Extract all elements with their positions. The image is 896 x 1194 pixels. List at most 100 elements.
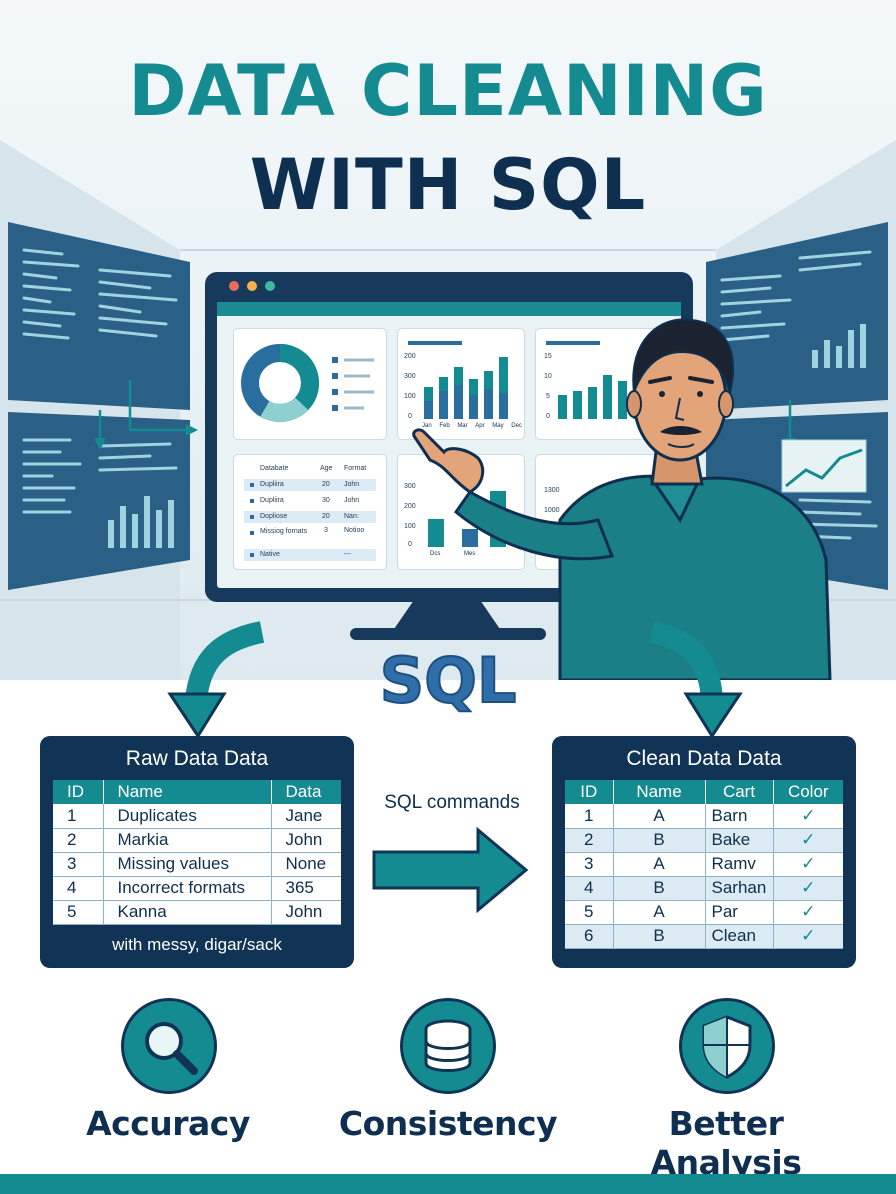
chart1-xlabel: Dec [511,423,522,429]
clean-cell-name: B [613,876,706,901]
mini-table-cell: Native [260,551,280,558]
raw-cell-id: 4 [53,876,104,901]
clean-cell-id: 4 [565,876,614,901]
mini-table-panel: Databate Age Format Dupliira 20 John Dup… [233,454,387,570]
mini-table-cell: --- [344,551,351,558]
chart1-xlabel: May [492,423,504,429]
flow-arrows [167,621,743,739]
clean-cell-cart: Barn [705,804,774,829]
clean-cell-name: A [613,852,706,877]
mini-table-cell: Dopliose [260,513,288,520]
raw-cell-name: Kanna [103,900,272,925]
chart1-ytick: 300 [404,373,416,380]
benefit-accuracy: Accuracy [86,1104,250,1143]
benefit-consistency: Consistency [338,1104,558,1143]
sql-commands-label: SQL commands [384,792,520,813]
magnifier-icon [121,998,217,1094]
raw-data-caption: with messy, digar/sack [112,934,282,954]
chart3-xlabel: Mes [464,551,476,557]
presenter-illustration [412,318,832,680]
raw-cell-data: John [271,828,341,853]
clean-data-card: Clean Data Data ID Name Cart Color 1 A B… [552,736,856,968]
mini-table-bullets [250,483,254,557]
mini-table-header: Age [320,465,333,472]
raw-cell-id: 1 [53,804,104,829]
clean-header-color: Color [773,780,843,804]
raw-header-name: Name [103,780,272,804]
table-row: 6 B Clean ✓ [565,924,843,949]
check-icon: ✓ [773,876,843,901]
check-icon: ✓ [773,828,843,853]
clean-cell-cart: Par [705,900,774,925]
chart4-ytick: 1000 [544,507,560,514]
mini-table-cell: Notioo [344,527,365,534]
raw-header-id: ID [53,780,104,804]
mini-table-cell: 20 [322,513,330,520]
raw-cell-name: Duplicates [103,804,272,829]
bar-chart-1 [424,357,508,419]
clean-cell-name: B [613,828,706,853]
chart1-xlabel: Mar [457,423,468,429]
mini-table-header: Format [344,465,367,472]
raw-data-table: ID Name Data 1 Duplicates Jane 2 Markia … [53,780,341,925]
chart4-ytick: 1300 [544,487,560,494]
mini-table-cell: Dupliira [260,497,284,504]
clean-cell-id: 2 [565,828,614,853]
table-row: 5 Kanna John [53,900,341,925]
clean-cell-name: A [613,804,706,829]
clean-cell-name: A [613,900,706,925]
mini-table-cell: John [344,497,360,504]
raw-cell-id: 2 [53,828,104,853]
raw-cell-data: None [271,852,341,877]
donut-chart [241,344,374,422]
title-line-1: DATA CLEANING [128,50,768,132]
shield-icon [679,998,775,1094]
clean-cell-id: 5 [565,900,614,925]
clean-header-cart: Cart [705,780,774,804]
table-row: 4 Incorrect formats 365 [53,876,341,901]
chart1-ytick: 0 [408,413,412,420]
table-row: 2 B Bake ✓ [565,828,843,853]
clean-cell-id: 1 [565,804,614,829]
window-dot-yellow [247,281,257,291]
clean-header-id: ID [565,780,614,804]
mini-table-cell: Nan: [344,513,359,520]
mini-table-cell: Dupliira [260,481,284,488]
mini-table-header: Databate [260,465,289,472]
raw-cell-data: Jane [271,804,341,829]
table-row: 1 Duplicates Jane [53,804,341,829]
clean-cell-id: 3 [565,852,614,877]
raw-data-title: Raw Data Data [125,747,269,770]
chart2-ytick: 5 [546,393,550,400]
clean-cell-cart: Clean [705,924,774,949]
check-icon: ✓ [773,852,843,877]
raw-header-data: Data [271,780,341,804]
clean-cell-id: 6 [565,924,614,949]
chart1-xlabel: Jan [422,423,432,429]
chart1-ytick: 200 [404,353,416,360]
clean-cell-cart: Ramv [705,852,774,877]
clean-cell-cart: Bake [705,828,774,853]
raw-cell-name: Markia [103,828,272,853]
hero-background: DATA CLEANING WITH SQL 200 30 [0,0,896,680]
chart3-ytick: 0 [408,541,412,548]
table-row: 4 B Sarhan ✓ [565,876,843,901]
mini-table-cell: Missiog fornats [260,528,308,535]
raw-cell-name: Missing values [103,852,272,877]
check-icon: ✓ [773,804,843,829]
chart3-xlabel: Dcs [430,551,441,557]
database-icon [400,998,496,1094]
title-line-2: WITH SQL [249,144,647,226]
mini-table-cell: 20 [322,481,330,488]
chart1-xlabel: Apr [475,423,485,429]
table-row: 3 Missing values None [53,852,341,877]
arrow-right-icon [372,826,529,914]
mini-table-cell: 30 [322,497,330,504]
footer-bar [0,1174,896,1194]
raw-cell-id: 5 [53,900,104,925]
benefit-better-analysis: Better Analysis [650,1104,802,1182]
clean-data-table: ID Name Cart Color 1 A Barn ✓ 2 B Bake ✓… [565,780,843,949]
table-row: 2 Markia John [53,828,341,853]
chart3-ytick: 200 [404,503,416,510]
chart2-ytick: 10 [544,373,552,380]
